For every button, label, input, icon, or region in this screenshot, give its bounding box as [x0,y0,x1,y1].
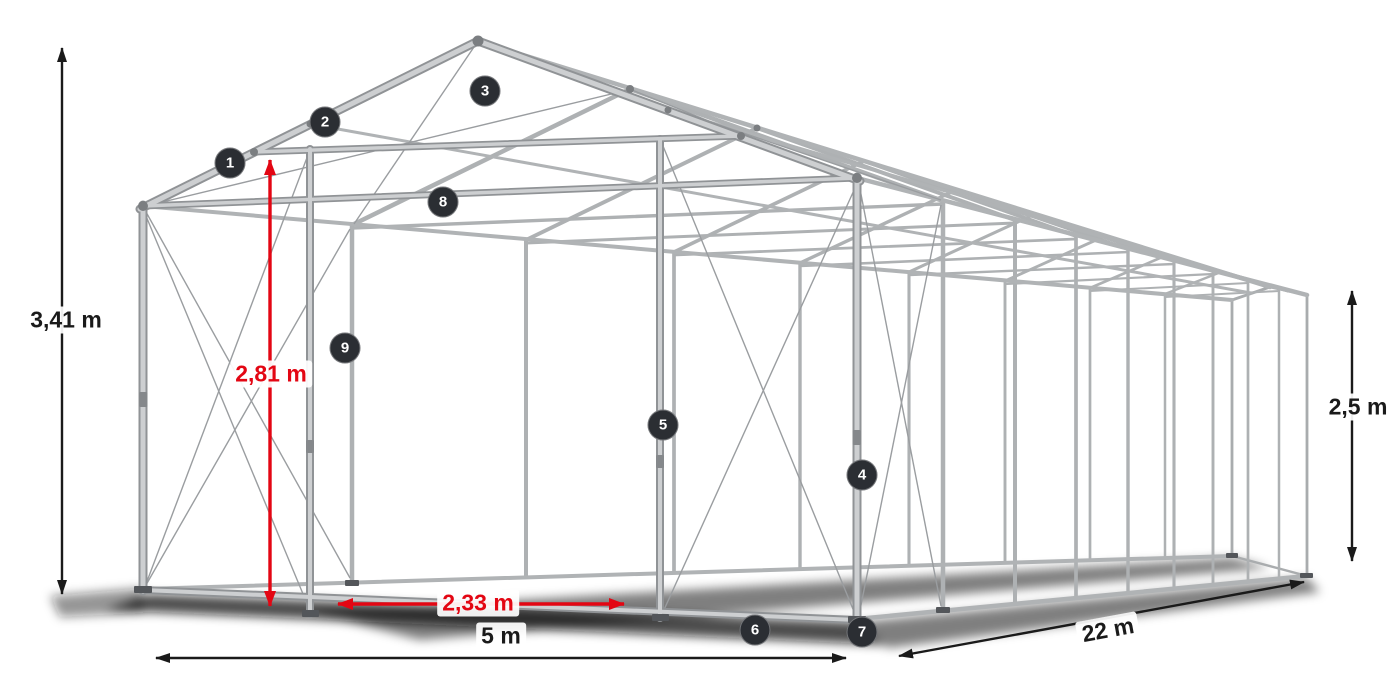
dimension-arrows [57,47,1357,663]
entrance-height-label: 2,81 m [230,360,312,388]
width-label: 5 m [476,622,526,650]
back-gable-frame [1230,285,1309,578]
entrance-width-label: 2,33 m [437,589,519,617]
callout-1: 1 [214,147,246,179]
connector-joints [138,35,862,468]
callout-3: 3 [469,75,501,107]
callout-8: 8 [427,186,459,218]
callout-6: 6 [739,614,771,646]
callout-9: 9 [329,332,361,364]
callout-7: 7 [846,616,878,648]
side-height-label: 2,5 m [1323,393,1393,421]
callout-5: 5 [647,409,679,441]
ridge-apex-joint [472,35,484,47]
base-plates [134,553,1313,623]
callout-4: 4 [846,459,878,491]
callout-2: 2 [309,106,341,138]
total-height-label: 3,41 m [25,306,107,334]
